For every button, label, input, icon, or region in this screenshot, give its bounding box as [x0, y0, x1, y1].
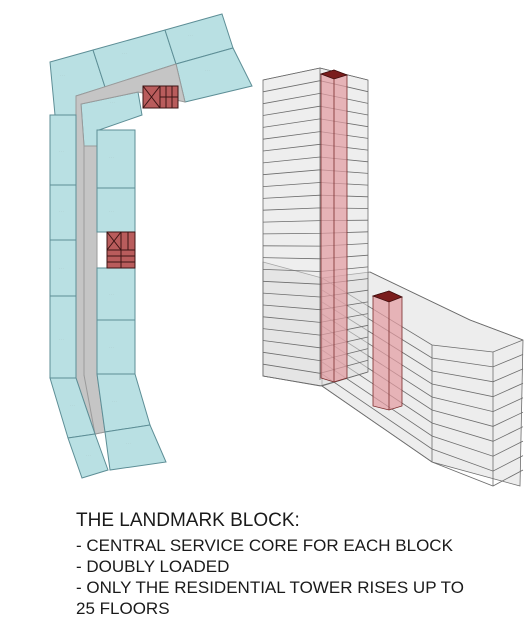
tower-floor-line [262, 278, 369, 285]
tower-floor-line [262, 243, 369, 247]
svg-text:· · ·: · · · [205, 68, 210, 72]
tower-floor-line [262, 80, 369, 93]
caption-title: THE LANDMARK BLOCK: [76, 510, 300, 531]
tower-floor-lines [262, 67, 369, 387]
plan-unit [96, 187, 136, 233]
tower-floor-line [262, 118, 369, 128]
plan-unit [96, 319, 136, 375]
tower-floor-line [262, 348, 369, 362]
plan-unit [67, 433, 109, 479]
tower-core-top [319, 69, 349, 80]
svg-text:· · ·: · · · [122, 51, 127, 55]
unit-tags: · · · · · · · · · · · · · · · · · · · · · · … [59, 33, 210, 457]
svg-text:· · ·: · · · [59, 149, 64, 153]
svg-text:· · ·: · · · [109, 292, 114, 296]
plan-unit [96, 267, 136, 321]
tower-floor-line [262, 194, 369, 199]
tower-floor-line [262, 182, 369, 187]
tower-floor-line [262, 67, 369, 81]
tower-floor-line [262, 207, 369, 211]
service-core-upper [142, 85, 179, 109]
svg-text:· · ·: · · · [109, 209, 114, 213]
podium-floor-line [321, 385, 524, 487]
tower-floor-line [262, 301, 369, 311]
tower-floor-line [262, 231, 369, 235]
tower-floor-line [262, 313, 369, 323]
plan-unit [96, 129, 136, 189]
landmark-block-diagram: · · · · · · · · · · · · · · · · · · · · · · … [49, 13, 524, 487]
svg-text:· · ·: · · · [59, 266, 64, 270]
podium-core [372, 290, 403, 411]
service-core-central [106, 231, 136, 269]
svg-text:· · ·: · · · [112, 399, 117, 403]
tower-floor-line [262, 143, 369, 152]
tower-floor-line [262, 289, 369, 298]
caption-line: - CENTRAL SERVICE CORE FOR EACH BLOCK [76, 536, 453, 555]
tower-floor-line [262, 266, 369, 272]
tower-floor-line [262, 105, 369, 116]
tower-floor-line [262, 156, 369, 164]
tower-floor-line [262, 371, 369, 387]
tower-floor-line [262, 254, 369, 260]
tower-floor-line [262, 92, 369, 105]
tower-floor-line [262, 359, 369, 374]
caption-line: - DOUBLY LOADED [76, 557, 230, 576]
podium-floor-line [321, 373, 524, 472]
tower-floor-line [262, 336, 369, 349]
podium-edge [369, 271, 524, 341]
caption-line: - ONLY THE RESIDENTIAL TOWER RISES UP TO [76, 578, 464, 597]
svg-text:· · ·: · · · [59, 337, 64, 341]
tower-floor-line [262, 219, 369, 223]
massing-model [262, 67, 524, 487]
podium-core-top [371, 290, 404, 303]
tower-floor-line [262, 169, 369, 176]
svg-text:· · ·: · · · [110, 100, 115, 104]
svg-text:· · ·: · · · [59, 209, 64, 213]
tower-floor-line [262, 324, 369, 336]
plan-unit [104, 424, 167, 471]
svg-text:· · ·: · · · [86, 453, 91, 457]
tower-volume [262, 67, 369, 387]
svg-text:· · ·: · · · [109, 155, 114, 159]
svg-text:· · ·: · · · [60, 73, 65, 77]
svg-text:· · ·: · · · [70, 403, 75, 407]
svg-text:· · ·: · · · [126, 441, 131, 445]
caption-block: THE LANDMARK BLOCK: - CENTRAL SERVICE CO… [76, 510, 526, 619]
floor-plan: · · · · · · · · · · · · · · · · · · · · · · … [49, 13, 253, 479]
svg-text:· · ·: · · · [188, 33, 193, 37]
caption-line: 25 FLOORS [76, 599, 170, 618]
svg-text:· · ·: · · · [109, 345, 114, 349]
plan-unit [96, 373, 151, 433]
tower-floor-line [262, 131, 369, 140]
